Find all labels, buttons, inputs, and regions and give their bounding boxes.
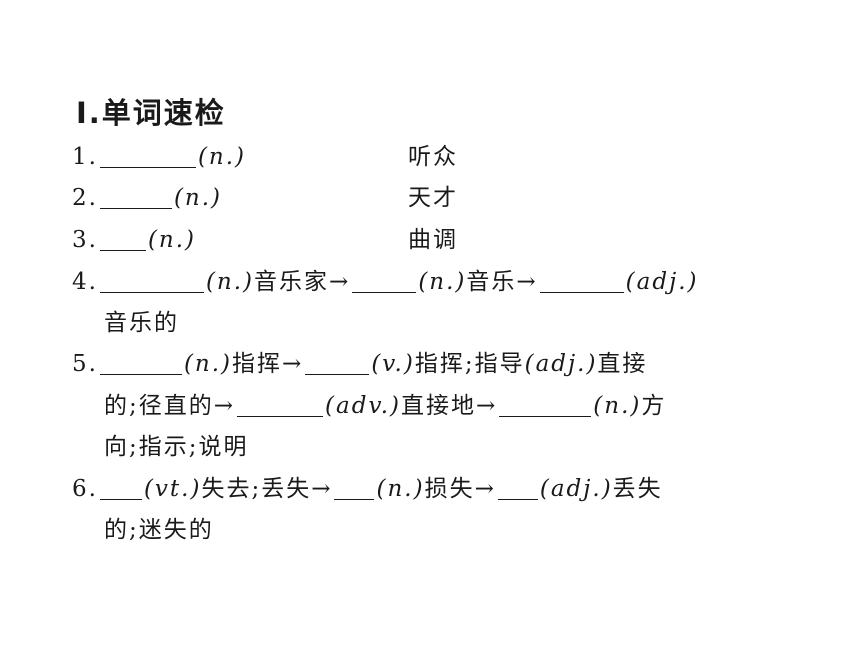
part-of-speech: (n.) xyxy=(197,144,247,170)
item-number: 6. xyxy=(72,476,98,502)
answer-blank[interactable] xyxy=(352,270,417,293)
vocab-item-3: 3. (n.) xyxy=(72,225,196,255)
gloss-text: 的;径直的→ xyxy=(104,393,236,419)
item-number: 4. xyxy=(72,269,98,295)
gloss-text: 丢失 xyxy=(612,476,663,502)
item-number: 2. xyxy=(72,185,98,211)
gloss-text: 指挥→ xyxy=(232,351,304,377)
gloss-1: 听众 xyxy=(408,144,458,170)
vocab-item-6-cont: 的;迷失的 xyxy=(104,517,214,543)
part-of-speech: (vt.) xyxy=(143,476,202,502)
vocab-item-5-cont: 的;径直的→ (adv.)直接地→ (n.)方 xyxy=(104,391,666,421)
gloss-text: 失去;丢失→ xyxy=(201,476,333,502)
part-of-speech: (n.) xyxy=(205,269,255,295)
vocab-item-6: 6. (vt.)失去;丢失→ (n.)损失→ (adj.)丢失 xyxy=(72,474,663,504)
part-of-speech: (n.) xyxy=(147,227,197,253)
answer-blank[interactable] xyxy=(499,394,592,417)
answer-blank[interactable] xyxy=(99,270,204,293)
answer-blank[interactable] xyxy=(99,228,146,251)
part-of-speech: (n.) xyxy=(376,476,425,502)
part-of-speech: (n.) xyxy=(593,393,642,419)
vocab-item-4: 4.(n.)音乐家→(n.)音乐→(adj.) xyxy=(72,267,699,297)
item-number: 1. xyxy=(72,144,98,170)
gloss-text: 音乐→ xyxy=(466,269,538,295)
gloss-text: 损失→ xyxy=(424,476,496,502)
vocab-item-5-cont2: 向;指示;说明 xyxy=(104,434,249,460)
answer-blank[interactable] xyxy=(99,145,196,168)
part-of-speech: (n.) xyxy=(173,185,223,211)
answer-blank[interactable] xyxy=(99,186,172,209)
vocab-item-4-cont: 音乐的 xyxy=(104,310,179,336)
vocab-item-5: 5. (n.)指挥→ (v.)指挥;指导(adj.)直接 xyxy=(72,349,647,379)
answer-blank[interactable] xyxy=(497,477,538,500)
vocab-item-1: 1. (n.) xyxy=(72,142,246,172)
answer-blank[interactable] xyxy=(305,352,370,375)
item-number: 3. xyxy=(72,227,98,253)
gloss-2: 天才 xyxy=(408,185,458,211)
answer-blank[interactable] xyxy=(539,270,624,293)
part-of-speech: (adv.) xyxy=(325,393,401,419)
item-number: 5. xyxy=(72,351,98,377)
answer-blank[interactable] xyxy=(237,394,324,417)
section-title: Ⅰ.单词速检 xyxy=(76,96,226,130)
answer-blank[interactable] xyxy=(334,477,375,500)
gloss-text: 音乐家→ xyxy=(254,269,351,295)
part-of-speech: (n.) xyxy=(418,269,467,295)
answer-blank[interactable] xyxy=(99,352,182,375)
part-of-speech: (adj.) xyxy=(524,351,598,377)
vocab-item-2: 2. (n.) xyxy=(72,183,222,213)
gloss-text: 方 xyxy=(641,393,667,419)
gloss-text: 直接 xyxy=(597,351,648,377)
part-of-speech: (n.) xyxy=(183,351,233,377)
gloss-3: 曲调 xyxy=(408,227,458,253)
answer-blank[interactable] xyxy=(99,477,142,500)
part-of-speech: (adj.) xyxy=(539,476,613,502)
part-of-speech: (v.) xyxy=(371,351,415,377)
gloss-text: 直接地→ xyxy=(401,393,498,419)
gloss-text: 指挥;指导 xyxy=(414,351,525,377)
part-of-speech: (adj.) xyxy=(625,269,699,295)
